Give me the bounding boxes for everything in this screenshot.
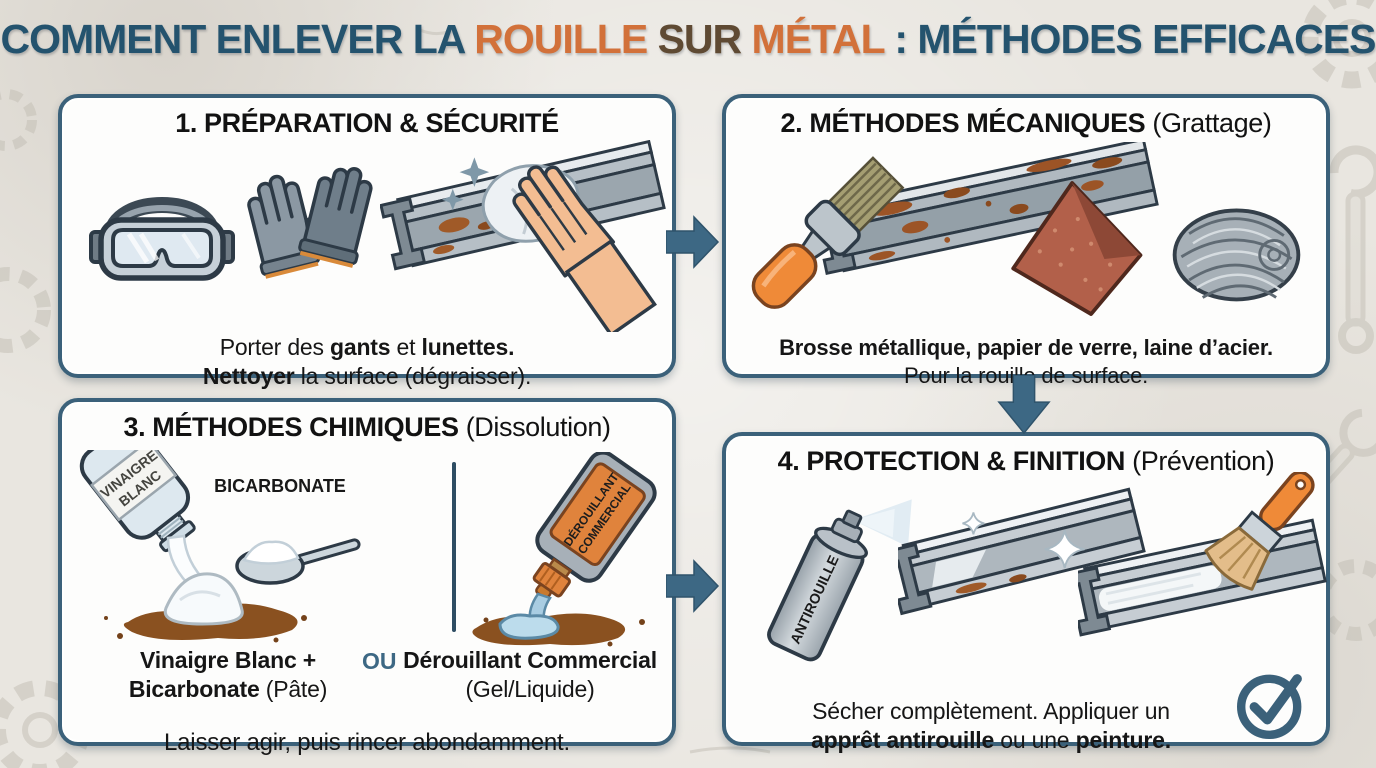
vinegar-bicarbonate-icon: VINAIGRE BLANC BICARBONATE: [79, 450, 361, 643]
protective-gloves-icon: [247, 167, 373, 279]
arrow-right-step1-to-step2: [666, 215, 720, 269]
gel-puddle: [498, 613, 560, 640]
gear-icon: [1315, 559, 1376, 641]
paintbrush: [1204, 472, 1315, 591]
arrow-down-step2-to-step4: [997, 375, 1051, 435]
title-seg-3: SUR: [647, 16, 752, 62]
panel-protection-finition: 4. PROTECTION & FINITION (Prévention) AN…: [722, 432, 1330, 753]
or-label: OU: [362, 648, 397, 674]
wire-brush-icon: [751, 156, 905, 309]
remover-bottle: DÉROUILLANT COMMERCIAL: [532, 452, 657, 600]
paintbrush-beam-icon: [1078, 472, 1327, 637]
sparkle-icon: [1044, 530, 1085, 569]
spoon-bicarbonate: [235, 538, 361, 585]
wrench-icon: [1329, 145, 1376, 354]
hand: [512, 165, 657, 332]
hand-wiping-beam-icon: [380, 140, 666, 332]
commercial-remover-icon: DÉROUILLANT COMMERCIAL: [472, 452, 657, 647]
panel-methodes-mecaniques: 2. MÉTHODES MÉCANIQUES (Grattage): [722, 94, 1330, 388]
option-vinegar-label: Vinaigre Blanc +Bicarbonate (Pâte): [128, 647, 328, 702]
panel4-heading: 4. PROTECTION & FINITION (Prévention): [777, 446, 1275, 476]
antirust-spray-can-icon: ANTIROUILLE: [767, 499, 912, 662]
panel3-heading: 3. MÉTHODES CHIMIQUES (Dissolution): [123, 412, 611, 442]
panel1-heading: 1. PRÉPARATION & SÉCURITÉ: [175, 108, 559, 138]
panel-preparation-securite: 1. PRÉPARATION & SÉCURITÉ: [58, 94, 676, 389]
sparkle-icon: [962, 512, 985, 535]
check-circle-icon: [1237, 674, 1302, 739]
panel2-heading: 2. MÉTHODES MÉCANIQUES (Grattage): [780, 108, 1272, 138]
clean-beam-icon: [898, 487, 1146, 616]
arrow-right-step3-to-step4: [666, 559, 720, 613]
page-title: COMMENT ENLEVER LA ROUILLE SUR MÉTAL : M…: [0, 16, 1376, 63]
steel-wool-icon: [1172, 208, 1301, 302]
safety-goggles-icon: [89, 197, 235, 281]
sandpaper-icon: [1011, 181, 1143, 316]
sparkle-icon: [441, 188, 464, 211]
bicarbonate-label: BICARBONATE: [214, 476, 346, 496]
gear-icon: [0, 89, 37, 151]
gear-icon: [0, 267, 51, 353]
panel3-footer: Laisser agir, puis rincer abondamment.: [164, 729, 570, 756]
paste-pile: [163, 572, 244, 626]
sparkle-icon: [459, 157, 490, 187]
title-seg-4: MÉTAL: [751, 16, 885, 62]
panel-methodes-chimiques: 3. MÉTHODES CHIMIQUES (Dissolution) VINA…: [58, 398, 676, 756]
title-seg-1: COMMENT ENLEVER LA: [0, 16, 475, 62]
title-seg-2: ROUILLE: [474, 16, 648, 62]
option-commercial-label: Dérouillant Commercial(Gel/Liquide): [403, 647, 657, 702]
panel1-description: Porter des gants et lunettes.Nettoyer la…: [202, 334, 532, 390]
options-divider: [452, 462, 456, 632]
title-seg-5: : MÉTHODES EFFICACES: [883, 16, 1376, 62]
vinegar-bottle: VINAIGRE BLANC: [79, 450, 196, 553]
